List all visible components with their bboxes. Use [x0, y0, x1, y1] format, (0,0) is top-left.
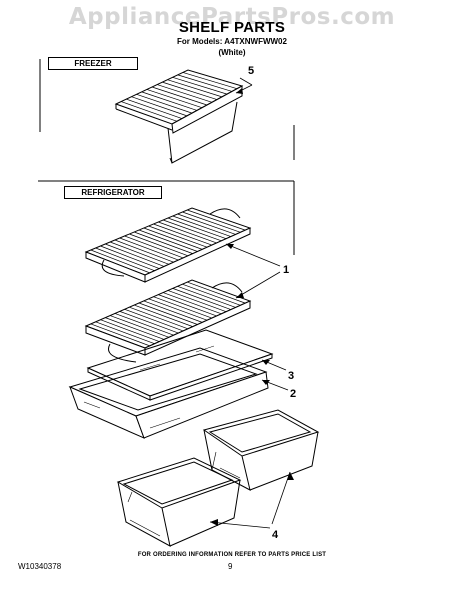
shelf-wire [157, 84, 213, 103]
refrigerator-section-frame [38, 180, 295, 255]
watermark: AppliancePartsPros.com [68, 4, 396, 30]
callout-1: 1 [283, 264, 289, 276]
shelf-wire [172, 215, 232, 237]
shelf-wire [172, 288, 232, 310]
shelf-wire [105, 317, 165, 340]
shelf-wire [124, 308, 184, 332]
shelf-wire [162, 292, 222, 315]
refrigerator-wire-shelf-lower [84, 279, 252, 363]
shelf-wire [182, 72, 238, 90]
shelf-wire [143, 300, 203, 323]
callout-4: 4 [272, 529, 279, 541]
shelf-wire [95, 247, 155, 272]
shelf-wire [109, 241, 169, 265]
crisper-drawer-right [202, 409, 320, 491]
shelf-wire [167, 217, 227, 240]
models-line: For Models: A4TXNWFWW02 [177, 37, 287, 46]
ordering-info-note: FOR ORDERING INFORMATION REFER TO PARTS … [137, 552, 327, 558]
shelf-wire [172, 76, 228, 95]
shelf-wire [158, 294, 217, 317]
crisper-drawer-left [116, 457, 242, 547]
shelf-wire [182, 211, 241, 233]
freezer-section-frame [39, 59, 295, 160]
shelf-wire [162, 219, 222, 242]
page-number: 9 [228, 562, 233, 571]
shelf-wire [134, 231, 193, 254]
callout-2: 2 [290, 388, 296, 400]
shelf-wire [90, 323, 150, 347]
shelf-wire [90, 249, 150, 274]
shelf-wire [138, 229, 198, 252]
shelf-wire [143, 227, 203, 250]
shelf-wire [95, 321, 155, 345]
freezer-section-label: FREEZER [48, 57, 138, 70]
shelf-wire [141, 91, 198, 111]
shelf-wire [121, 101, 178, 122]
shelf-wire [136, 93, 193, 114]
document-id: W10340378 [18, 562, 62, 571]
shelf-wire [119, 237, 179, 261]
shelf-wire [129, 306, 189, 330]
shelf-wire [182, 283, 241, 306]
shelf-wire [167, 79, 223, 98]
shelf-wire [148, 225, 208, 248]
refrigerator-wire-shelf-upper [84, 207, 252, 283]
shelf-wire [151, 86, 208, 106]
color-variant: (White) [218, 48, 246, 57]
shelf-wire [131, 96, 188, 117]
leader-line-1a [225, 243, 281, 267]
freezer-wire-shelf [114, 69, 244, 164]
shelf-wire [138, 302, 198, 325]
shelf-wire [100, 319, 160, 342]
refrigerator-section-label: REFRIGERATOR [64, 186, 162, 199]
shelf-wire [114, 313, 174, 336]
shelf-wire [158, 221, 217, 244]
shelf-wire [134, 304, 193, 327]
page-title: SHELF PARTS [178, 19, 286, 36]
shelf-wire [129, 233, 189, 257]
shelf-wire [114, 239, 174, 263]
shelf-wire [105, 243, 165, 267]
shelf-wire [187, 281, 246, 304]
shelf-wire [153, 223, 212, 246]
shelf-wire [177, 74, 233, 92]
callout-5: 5 [248, 65, 254, 77]
shelf-wire [146, 89, 203, 109]
shelf-wire [109, 315, 169, 338]
leader-line-4b [209, 521, 271, 529]
shelf-wire [177, 285, 236, 308]
shelf-wire [124, 235, 184, 259]
shelf-wire [177, 213, 236, 235]
leader-line-1b [235, 271, 281, 299]
shelf-wire [126, 98, 183, 119]
crisper-cover-glass [86, 329, 274, 401]
shelf-wire [119, 311, 179, 334]
callout-3: 3 [288, 370, 294, 382]
crisper-cover-frame [68, 347, 269, 439]
shelf-wire [167, 290, 227, 313]
shelf-wire [100, 245, 160, 269]
leader-line-4a [271, 471, 291, 525]
leader-line-5 [239, 77, 253, 86]
shelf-wire [148, 298, 208, 321]
shelf-wire [153, 296, 212, 319]
shelf-wire [162, 81, 218, 100]
shelf-wire [187, 209, 246, 231]
